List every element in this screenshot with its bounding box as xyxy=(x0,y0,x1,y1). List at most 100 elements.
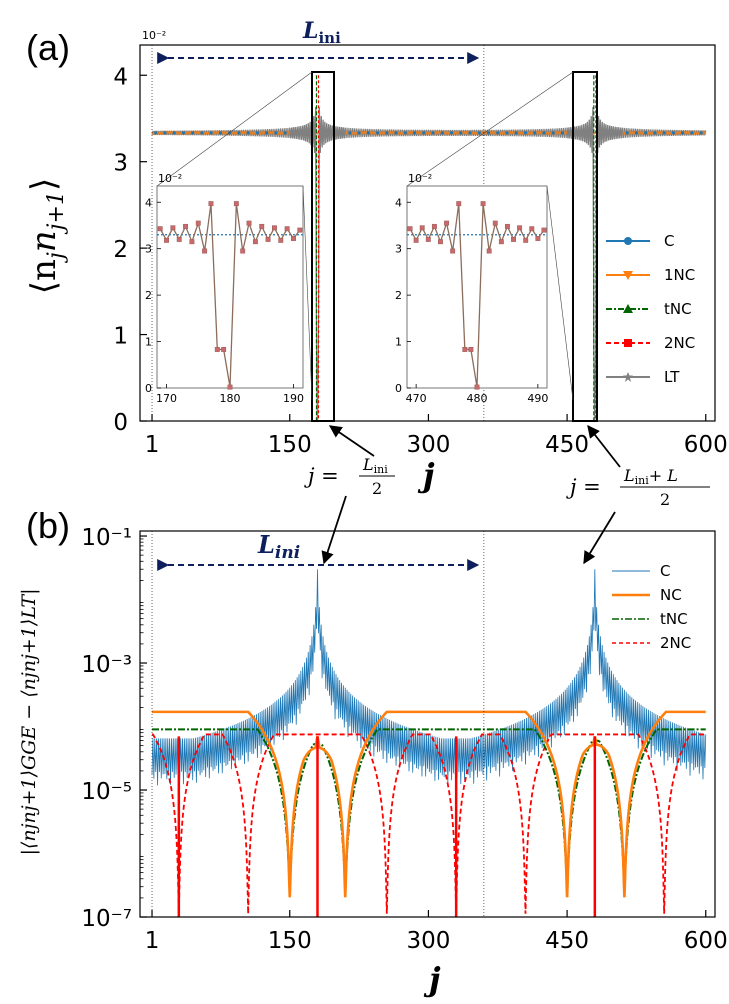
inset-marker xyxy=(252,239,258,245)
dip-feature xyxy=(289,75,346,421)
annotation-left-arrow-up xyxy=(328,425,375,457)
inset-marker xyxy=(271,225,277,231)
x-tick-label: 150 xyxy=(268,928,312,954)
x-tick-label: 150 xyxy=(268,432,312,458)
dip-feature xyxy=(566,75,624,421)
series-C-marker xyxy=(200,131,204,135)
series-C-marker xyxy=(486,131,491,135)
inset-frame xyxy=(406,185,548,389)
legend-label: C xyxy=(664,232,674,250)
inset-marker xyxy=(291,236,296,241)
series-tNC-line xyxy=(152,728,706,882)
series-C-marker xyxy=(477,131,481,135)
inset-marker xyxy=(164,237,169,243)
series-C-marker xyxy=(412,131,417,135)
series-C-marker xyxy=(662,131,666,135)
panel-a-zoom-box-left xyxy=(311,71,335,422)
y-tick-label: 10⁻¹ xyxy=(81,525,132,551)
panel-a-multiplier: 10⁻² xyxy=(142,29,166,42)
inset-marker xyxy=(407,226,413,232)
inset-marker xyxy=(170,225,176,231)
series-C-marker xyxy=(468,131,472,135)
inset-frame xyxy=(156,185,304,389)
legend-label: 2NC xyxy=(660,634,691,652)
inset-y-tick-label: 1 xyxy=(395,336,402,349)
svg-text:j =: j = xyxy=(304,464,339,488)
legend-marker xyxy=(624,237,632,245)
inset-marker xyxy=(456,201,462,207)
x-tick-label: 600 xyxy=(684,928,728,954)
legend-marker xyxy=(624,339,632,347)
series-C-marker xyxy=(440,131,444,135)
panel-b-y-ticks: 10⁻¹10⁻³10⁻⁵10⁻⁷ xyxy=(81,525,147,932)
series-C-marker xyxy=(699,131,703,135)
panel-b-frame xyxy=(139,530,716,918)
panel-b-label: (b) xyxy=(26,505,70,546)
series-C-marker xyxy=(690,131,694,135)
panel-a-zoom-box-right xyxy=(572,71,598,422)
series-C-line xyxy=(151,569,707,786)
series-C-marker xyxy=(523,131,528,135)
series-C-marker xyxy=(265,131,269,135)
inset-y-tick-label: 0 xyxy=(395,382,402,395)
legend-marker xyxy=(623,372,633,382)
series-C-marker xyxy=(560,131,565,135)
series-C-marker xyxy=(237,131,241,135)
annotation-right-arrow-down xyxy=(583,511,616,565)
zoom-connector xyxy=(156,71,313,187)
legend-label: C xyxy=(660,562,670,580)
panel-b-vertical-lines xyxy=(151,531,485,917)
x-tick-label: 300 xyxy=(406,432,450,458)
inset-marker xyxy=(202,248,208,254)
dip-line xyxy=(289,107,346,421)
inset-marker xyxy=(227,384,233,390)
inset-marker xyxy=(240,248,246,254)
inset-marker xyxy=(208,201,214,207)
inset-marker xyxy=(425,236,431,242)
svg-text:Lini: Lini xyxy=(362,455,388,476)
y-tick-label: 10⁻³ xyxy=(81,652,132,678)
series-C-marker xyxy=(459,131,463,135)
series-C-marker xyxy=(181,131,186,135)
x-tick-label: 600 xyxy=(684,432,728,458)
inset-marker xyxy=(413,237,419,243)
zoom-connector xyxy=(302,185,313,401)
panel-a-y-label: ⟨njnj+1⟩ xyxy=(24,178,69,294)
inset-marker xyxy=(517,225,523,231)
inset-marker xyxy=(259,223,265,229)
inset-x-tick-label: 470 xyxy=(406,392,427,405)
inset-marker xyxy=(176,236,182,242)
y-tick-label: 0 xyxy=(113,410,128,436)
series-C-marker xyxy=(385,131,389,135)
svg-text:Lini+ L: Lini+ L xyxy=(623,466,678,487)
inset-marker xyxy=(492,220,498,226)
legend-label: NC xyxy=(660,586,682,604)
series-C-marker xyxy=(422,131,426,135)
inset-marker xyxy=(233,201,239,207)
panel-b-y-label: |⟨njnj+1⟩GGE − ⟨njnj+1⟩LT| xyxy=(18,589,40,856)
annotation-right: j = Lini+ L 2 xyxy=(566,425,710,565)
inset-y-tick-label: 2 xyxy=(145,289,152,302)
series-C-marker xyxy=(246,131,250,135)
inset-y-tick-label: 1 xyxy=(145,336,152,349)
x-tick-label: 1 xyxy=(145,928,160,954)
svg-text:2: 2 xyxy=(372,479,382,498)
inset-y-tick-label: 3 xyxy=(395,243,402,256)
inset-marker xyxy=(511,236,516,242)
inset-y-tick-label: 0 xyxy=(145,382,152,395)
series-C-marker xyxy=(255,131,260,135)
inset-marker xyxy=(157,226,163,232)
x-tick-label: 300 xyxy=(406,928,450,954)
inset-marker xyxy=(221,347,227,352)
series-C-marker xyxy=(644,131,648,135)
x-tick-label: 450 xyxy=(545,928,589,954)
series-C-marker xyxy=(172,131,176,135)
legend-marker xyxy=(623,271,633,280)
inset-y-tick-label: 2 xyxy=(395,289,402,302)
inset-marker xyxy=(523,237,529,243)
inset-marker xyxy=(486,248,492,254)
legend-label: tNC xyxy=(664,300,692,318)
